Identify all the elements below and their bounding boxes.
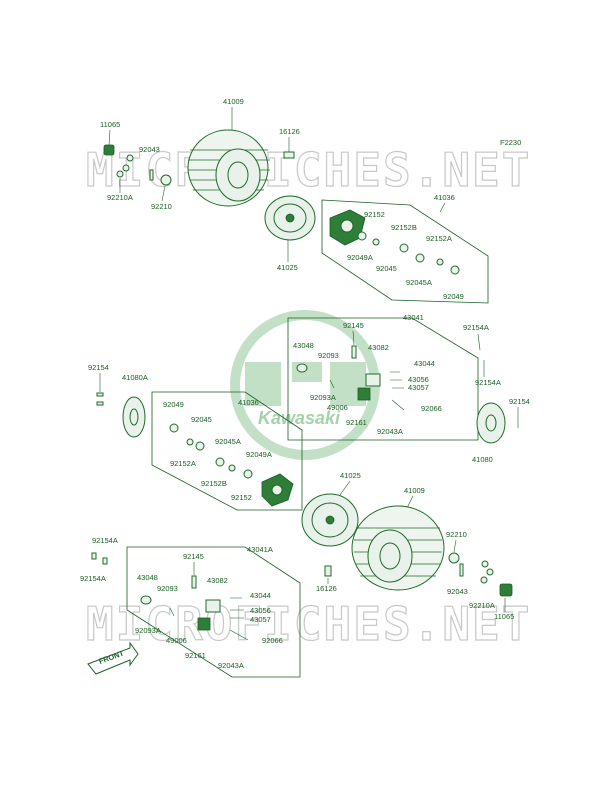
label-92154A-mid-top: 92154A — [463, 323, 489, 332]
rear-rim-41025 — [301, 493, 359, 547]
label-41009: 41009 — [223, 97, 244, 106]
label-92045-top: 92045 — [376, 264, 397, 273]
hub-41036-left — [261, 473, 294, 507]
label-49006-bl: 49006 — [166, 636, 187, 645]
bolts-left — [96, 392, 104, 406]
label-43048-bl: 43048 — [137, 573, 158, 582]
label-41080A: 41080A — [122, 373, 148, 382]
label-43041A: 43041A — [247, 545, 273, 554]
label-92049-mid: 92049 — [163, 400, 184, 409]
label-41025-bottom: 41025 — [340, 471, 361, 480]
watermark-bottom: MICROFICHES.NET — [86, 597, 531, 651]
label-92043A-mid: 92043A — [377, 427, 403, 436]
label-92049-top: 92049 — [443, 292, 464, 301]
label-92210A-bottom: 92210A — [469, 601, 495, 610]
brake-box-right — [287, 317, 479, 441]
kawasaki-logo: Kawasaki — [230, 310, 380, 460]
label-92049A-mid: 92049A — [246, 450, 272, 459]
label-43057-mid: 43057 — [408, 383, 429, 392]
brake-disc-41080A — [122, 396, 146, 438]
hub-box-left — [151, 391, 303, 511]
front-left-rim-41025 — [264, 195, 316, 241]
label-92093-mid: 92093 — [318, 351, 339, 360]
label-43044-mid: 43044 — [414, 359, 435, 368]
label-92152-top: 92152 — [364, 210, 385, 219]
logo-text: Kawasaki — [258, 408, 341, 428]
label-92210A: 92210A — [107, 193, 133, 202]
label-92154-left: 92154 — [88, 363, 109, 372]
hub-box-top — [321, 199, 489, 304]
label-49006-mid: 49006 — [327, 403, 348, 412]
label-92043-bottom: 92043 — [447, 587, 468, 596]
label-92093A-bl: 92093A — [135, 626, 161, 635]
brake-box-left — [126, 546, 301, 678]
label-41080: 41080 — [472, 455, 493, 464]
label-92152-mid: 92152 — [231, 493, 252, 502]
lug-nuts-bottom — [324, 552, 513, 597]
label-92045A-mid: 92045A — [215, 437, 241, 446]
label-92045-mid: 92045 — [191, 415, 212, 424]
label-43057-bl: 43057 — [250, 615, 271, 624]
label-92066-bl: 92066 — [262, 636, 283, 645]
label-92152B-mid: 92152B — [201, 479, 227, 488]
label-43082-mid: 43082 — [368, 343, 389, 352]
rear-tire-41009 — [351, 505, 445, 591]
label-92152B-top: 92152B — [391, 223, 417, 232]
brake-disc-41080 — [476, 402, 506, 444]
bolts-bottom-left — [91, 552, 108, 565]
label-43056-mid: 43056 — [408, 375, 429, 384]
label-41025: 41025 — [277, 263, 298, 272]
label-92093A-mid: 92093A — [310, 393, 336, 402]
label-41036: 41036 — [434, 193, 455, 202]
label-92154A-bl-top: 92154A — [92, 536, 118, 545]
caliper-parts-bl — [140, 575, 249, 641]
label-41009-bottom: 41009 — [404, 486, 425, 495]
label-43056-bl: 43056 — [250, 606, 271, 615]
caliper-parts-mid — [296, 345, 405, 411]
label-92210-bottom: 92210 — [446, 530, 467, 539]
label-16126: 16126 — [279, 127, 300, 136]
label-92043A-bl: 92043A — [218, 661, 244, 670]
label-92093-bl: 92093 — [157, 584, 178, 593]
label-92161-bl: 92161 — [185, 651, 206, 660]
label-92152A-top: 92152A — [426, 234, 452, 243]
label-92161-mid: 92161 — [346, 418, 367, 427]
label-11065-bottom: 11065 — [494, 612, 514, 621]
front-left-tire-41009 — [187, 129, 270, 207]
label-43082-bl: 43082 — [207, 576, 228, 585]
label-43048-mid: 43048 — [293, 341, 314, 350]
label-92152A-mid: 92152A — [170, 459, 196, 468]
label-92049A-top: 92049A — [347, 253, 373, 262]
lug-nuts-top — [103, 144, 295, 186]
label-11065: 11065 — [100, 120, 120, 129]
label-92145-mid: 92145 — [343, 321, 364, 330]
label-92043: 92043 — [139, 145, 160, 154]
label-92154-right: 92154 — [509, 397, 530, 406]
label-16126-bottom: 16126 — [316, 584, 337, 593]
label-41036-mid: 41036 — [238, 398, 259, 407]
label-92145-bl: 92145 — [183, 552, 204, 561]
label-92210: 92210 — [151, 202, 172, 211]
label-92154A-mid-bottom: 92154A — [475, 378, 501, 387]
hub-bearings-top — [357, 231, 460, 275]
label-43041: 43041 — [403, 313, 424, 322]
label-92154A-bl-bottom: 92154A — [80, 574, 106, 583]
watermark-top: MICROFICHES.NET — [86, 143, 531, 197]
label-43044-bl: 43044 — [250, 591, 271, 600]
hub-bearings-left — [169, 423, 253, 479]
label-92045A-top: 92045A — [406, 278, 432, 287]
figure-ref: F2230 — [500, 138, 521, 147]
label-92066-mid: 92066 — [421, 404, 442, 413]
